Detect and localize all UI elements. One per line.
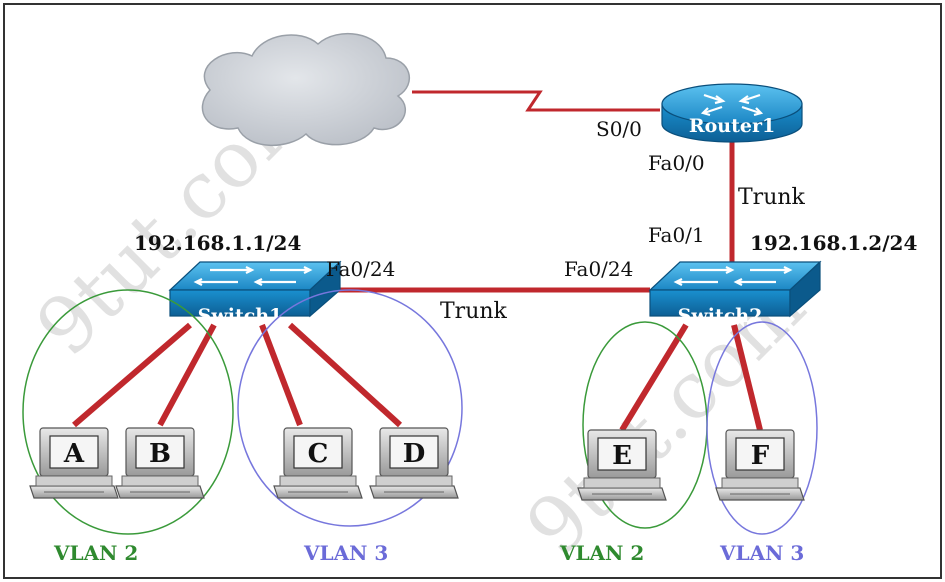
serial-link [412, 90, 660, 112]
vlan2-left-label: VLAN 2 [53, 541, 138, 565]
vlan3-left-ellipse [237, 289, 463, 527]
vlan3-right-label: VLAN 3 [719, 541, 804, 565]
pc-b-label: B [149, 439, 171, 469]
switch2-name: Switch2 [678, 305, 763, 327]
vlan3-left-label: VLAN 3 [303, 541, 388, 565]
pc-d-label: D [403, 439, 426, 469]
router-s0-label: S0/0 [596, 117, 642, 141]
diagram-frame [3, 3, 942, 579]
switch1-port-label: Fa0/24 [326, 257, 395, 281]
switch1-ip-label: 192.168.1.1/24 [134, 231, 301, 255]
switch1-pc-links [72, 322, 403, 428]
switch-trunk-label: Trunk [440, 299, 508, 324]
router-fa00-label: Fa0/0 [648, 151, 705, 175]
pc-c-label: C [308, 439, 329, 469]
switch2-uplink-port-label: Fa0/1 [648, 223, 705, 247]
pc-a-label: A [63, 439, 85, 469]
switch1-name: Switch1 [198, 305, 283, 327]
switch2-ip-label: 192.168.1.2/24 [750, 231, 917, 255]
router-name: Router1 [689, 115, 775, 137]
switch2-pc-links [619, 323, 763, 432]
vlan2-left-ellipse [22, 289, 234, 535]
router-icon[interactable] [661, 83, 803, 143]
pc-e-label: E [612, 441, 632, 471]
router-trunk-label: Trunk [738, 185, 806, 210]
pc-f-label: F [751, 441, 770, 471]
switch2-port-label: Fa0/24 [564, 257, 633, 281]
cloud-icon [201, 32, 410, 146]
vlan3-right-ellipse [706, 321, 818, 535]
vlan2-right-label: VLAN 2 [559, 541, 644, 565]
